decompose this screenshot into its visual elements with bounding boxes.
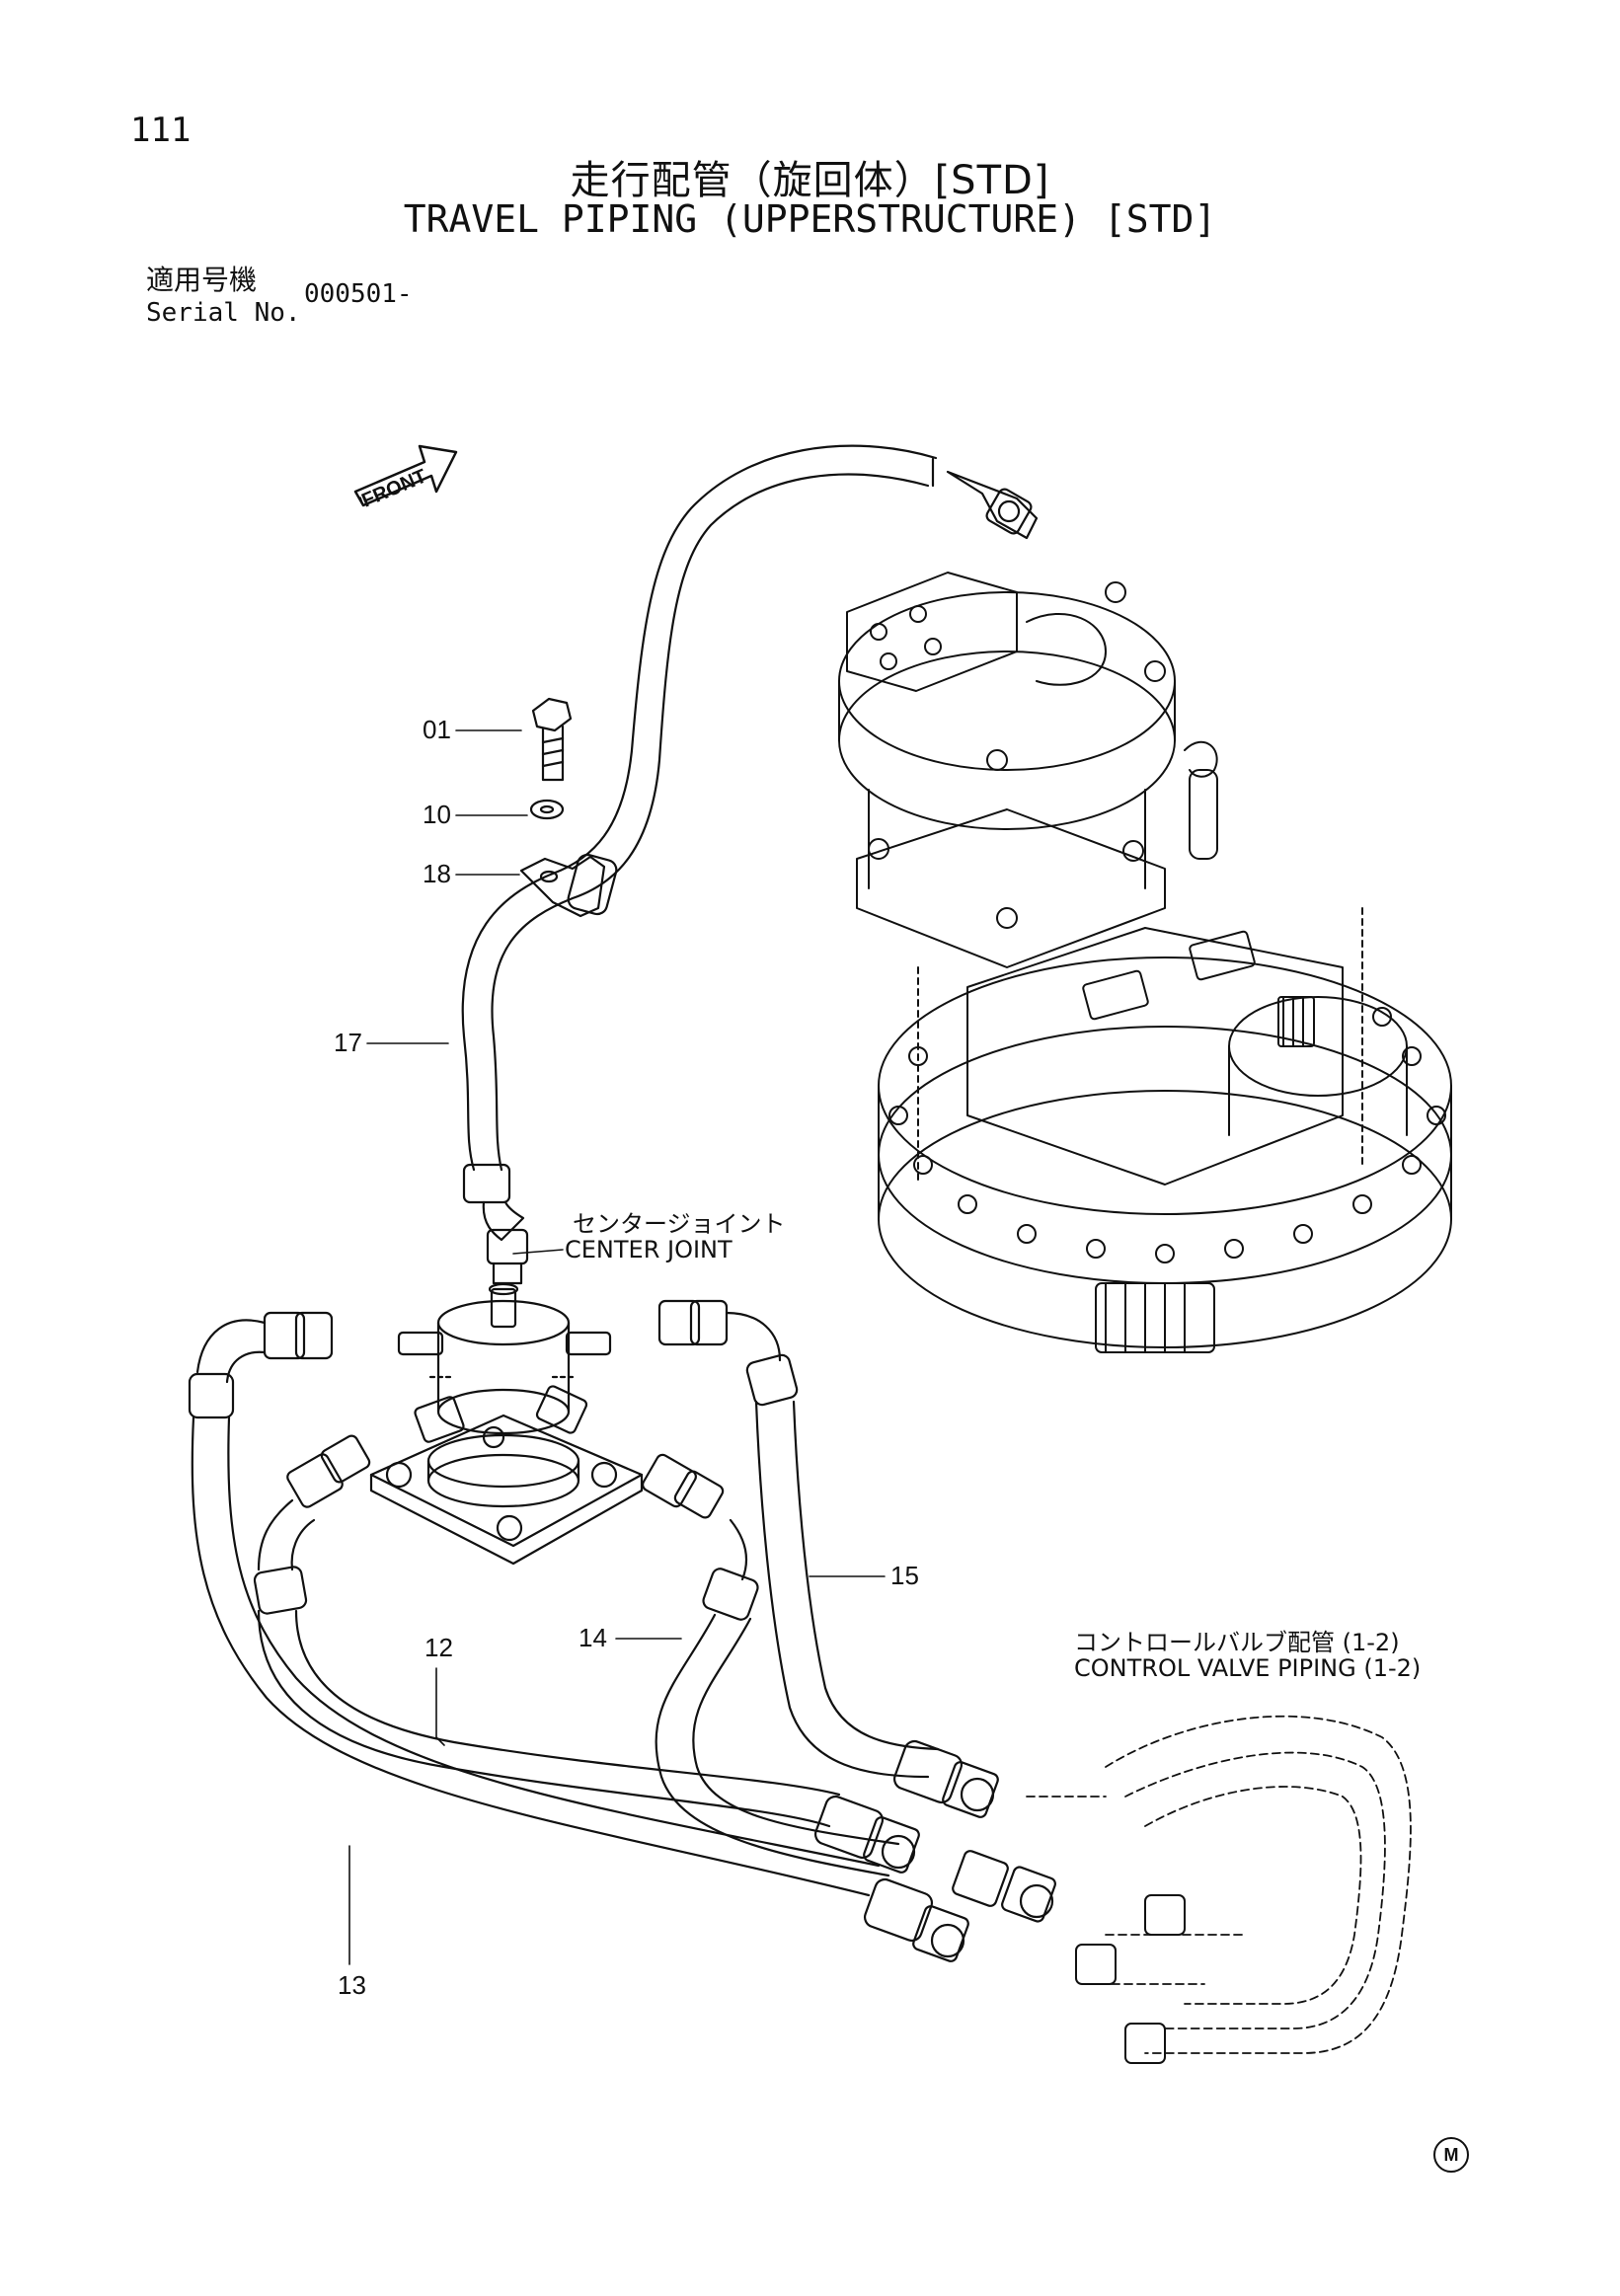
callout-13: 13 [338,1970,366,2000]
control-valve-piping [1026,1715,1412,2054]
control-valve-label-english: CONTROL VALVE PIPING (1-2) [1074,1654,1422,1682]
hose-13 [188,1311,881,1897]
front-arrow-icon: FRONT [353,444,458,512]
clamp-18 [519,853,618,918]
control-valve-fittings [1075,1894,1186,2064]
center-joint-label-english: CENTER JOINT [565,1236,733,1263]
page-title-english: TRAVEL PIPING (UPPERSTRUCTURE) [STD] [403,197,1217,241]
callout-14: 14 [579,1623,607,1652]
travel-motor [838,572,1452,1353]
center-joint [369,1282,644,1566]
serial-label-english: Serial No. [146,298,301,328]
motor-bolt-circle [888,1007,1446,1263]
hose-14 [642,1453,900,1877]
hose-12 [253,1434,841,1828]
hose-17 [461,444,1039,1172]
callout-12: 12 [424,1633,453,1662]
elbow-fitting [462,1163,529,1285]
control-valve-label-japanese: コントロールバルブ配管 (1-2) [1074,1629,1400,1656]
callout-10: 10 [423,800,451,829]
leader-lines [348,729,886,1965]
front-arrow-label: FRONT [358,465,429,511]
washer-10 [529,799,565,820]
callout-15: 15 [890,1561,919,1590]
corner-mark-icon: M [1433,2137,1469,2173]
hose-15 [657,1299,940,1779]
hose-end-fittings [813,1739,1056,1962]
callout-18: 18 [423,859,451,888]
page-number: 111 [130,111,192,150]
callout-17: 17 [334,1028,362,1057]
page-title-japanese: 走行配管（旋回体）[STD] [570,158,1050,203]
bolt-01 [531,697,573,782]
callout-01: 01 [423,715,451,744]
serial-label-japanese: 適用号機 [146,264,258,296]
center-joint-label-japanese: センタージョイント [573,1210,786,1238]
serial-number-value: 000501- [304,279,413,309]
